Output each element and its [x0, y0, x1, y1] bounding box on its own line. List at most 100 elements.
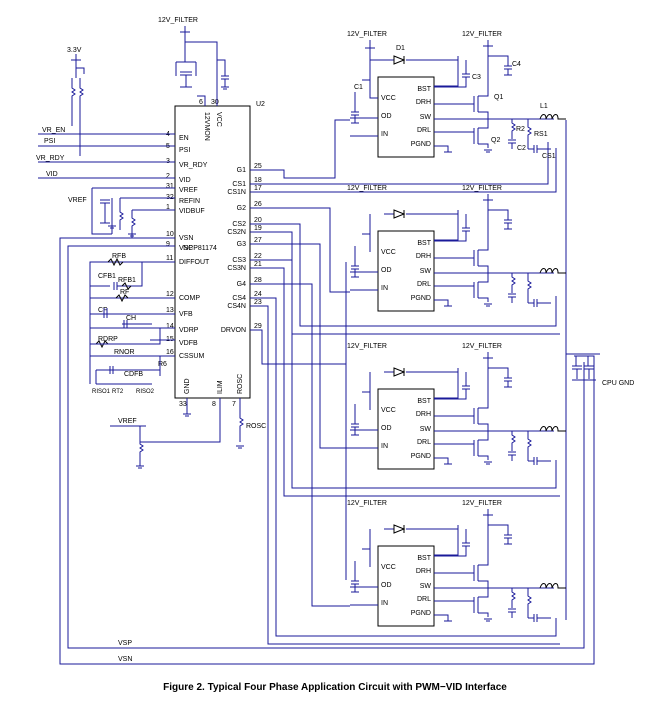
pin-name: COMP: [179, 295, 200, 302]
driver-pin-right: SW: [420, 268, 432, 275]
phase-wire: [350, 529, 378, 606]
driver-pin-right: PGND: [411, 295, 431, 302]
driver-pin-right: SW: [420, 426, 432, 433]
driver-pin-right: SW: [420, 583, 432, 590]
label-vref: VREF: [68, 197, 87, 204]
label-riso1: RISO1: [92, 389, 111, 395]
driver-pin-left: OD: [381, 113, 392, 120]
pin-name: DIFFOUT: [179, 259, 210, 266]
pin-number: 10: [166, 231, 174, 238]
pin-name: CS4: [232, 295, 246, 302]
component-label: Q2: [491, 137, 500, 144]
label-rfb: RFB: [112, 253, 126, 260]
phase-filter-left: 12V_FILTER: [347, 185, 387, 192]
phase-wire: [434, 238, 489, 272]
driver-pin-left: OD: [381, 582, 392, 589]
driver-pin-right: BST: [417, 240, 431, 247]
phase-wire: [350, 214, 378, 291]
phase-wire: [434, 396, 489, 430]
pin-number: 18: [254, 177, 262, 184]
driver-pin-right: PGND: [411, 453, 431, 460]
driver-pin-left: VCC: [381, 249, 396, 256]
component-label: C2: [517, 145, 526, 152]
pin-name: VSN: [179, 235, 193, 242]
pin-name: ROSC: [237, 374, 244, 394]
pin-name: GND: [184, 378, 191, 394]
pin-name: CS4N: [227, 303, 246, 310]
label-vsn: VSN: [118, 656, 132, 663]
driver-pin-right: BST: [417, 86, 431, 93]
bottom-wiring: VREF ROSC: [110, 398, 266, 469]
component-label: C1: [354, 84, 363, 91]
pin-number: 7: [232, 401, 236, 408]
phase-wire: [384, 210, 470, 242]
pin-number: 11: [166, 255, 173, 262]
label-vr-en: VR_EN: [42, 127, 65, 134]
phase-wire: [434, 145, 492, 153]
phase-filter-right: 12V_FILTER: [462, 185, 502, 192]
driver-pin-right: PGND: [411, 610, 431, 617]
driver-pin-left: VCC: [381, 564, 396, 571]
pin-name: 12VMON: [203, 112, 210, 141]
driver-pin-left: IN: [381, 443, 388, 450]
phase-wire: [483, 509, 512, 553]
label-cf: CF: [98, 307, 107, 314]
phase-wire: [350, 372, 378, 449]
pin-name: VID: [179, 177, 191, 184]
phase-wire: [508, 273, 516, 303]
driver-pin-right: DRL: [417, 127, 431, 134]
pin-number: 17: [254, 185, 262, 192]
driver-pin-right: DRH: [416, 99, 431, 106]
driver-pin-right: BST: [417, 398, 431, 405]
controller-part: NCP81174: [183, 245, 217, 252]
phase-wire: [508, 119, 516, 149]
pin-number: 26: [254, 201, 262, 208]
phase-wire: [434, 430, 554, 460]
driver-pin-right: DRH: [416, 568, 431, 575]
driver-pin-right: DRL: [417, 596, 431, 603]
inductor: [539, 114, 566, 120]
driver-pin-right: DRL: [417, 281, 431, 288]
label-ch: CH: [126, 315, 136, 322]
pin-number: 22: [254, 253, 262, 260]
pin-name: CS3N: [227, 265, 246, 272]
driver-pin-left: VCC: [381, 407, 396, 414]
driver-ic: [377, 230, 435, 312]
phase-wire: [434, 118, 554, 148]
figure-caption: Figure 2. Typical Four Phase Application…: [163, 682, 507, 693]
pin-number: 9: [166, 241, 170, 248]
label-cpu-gnd: CPU GND: [602, 380, 634, 387]
power-stages: 12V_FILTER 12V_FILTER VCC OD IN BST DRH SW DRL PG…: [347, 31, 566, 627]
phase-wire: [434, 457, 492, 465]
driver-pin-right: DRL: [417, 439, 431, 446]
phase-filter-right: 12V_FILTER: [462, 500, 502, 507]
pin-number: 1: [166, 204, 170, 211]
phase-stage: 12V_FILTER 12V_FILTER VCC OD IN BST DRH SW DRL PG…: [347, 40, 566, 627]
input-signals: 3.3V VR_EN PSI VR_RDY VID VREF: [36, 47, 175, 238]
phase-wire: [508, 588, 516, 618]
driver-pin-right: DRH: [416, 253, 431, 260]
driver-ic: [377, 76, 435, 158]
component-label: Q1: [494, 94, 503, 101]
inductor: [539, 583, 566, 589]
pin-number: 24: [254, 291, 262, 298]
pin-name: VR_RDY: [179, 162, 208, 169]
driver-pin-left: IN: [381, 131, 388, 138]
phase-wire: [351, 79, 370, 124]
driver-ic: [377, 388, 435, 470]
pin-number: 14: [166, 323, 174, 330]
driver-pin-right: SW: [420, 114, 432, 121]
phase-filter-left: 12V_FILTER: [347, 31, 387, 38]
pin-name: G3: [237, 241, 246, 248]
controller-to-phase-routing: [250, 119, 560, 645]
label-rosc: ROSC: [246, 423, 266, 430]
controller-ref: U2: [256, 101, 265, 108]
pin-number: 19: [254, 225, 262, 232]
phase-wire: [434, 614, 492, 622]
pin-name: CS2N: [227, 229, 246, 236]
pin-name: REFIN: [179, 198, 200, 205]
pin-number: 30: [211, 99, 219, 106]
